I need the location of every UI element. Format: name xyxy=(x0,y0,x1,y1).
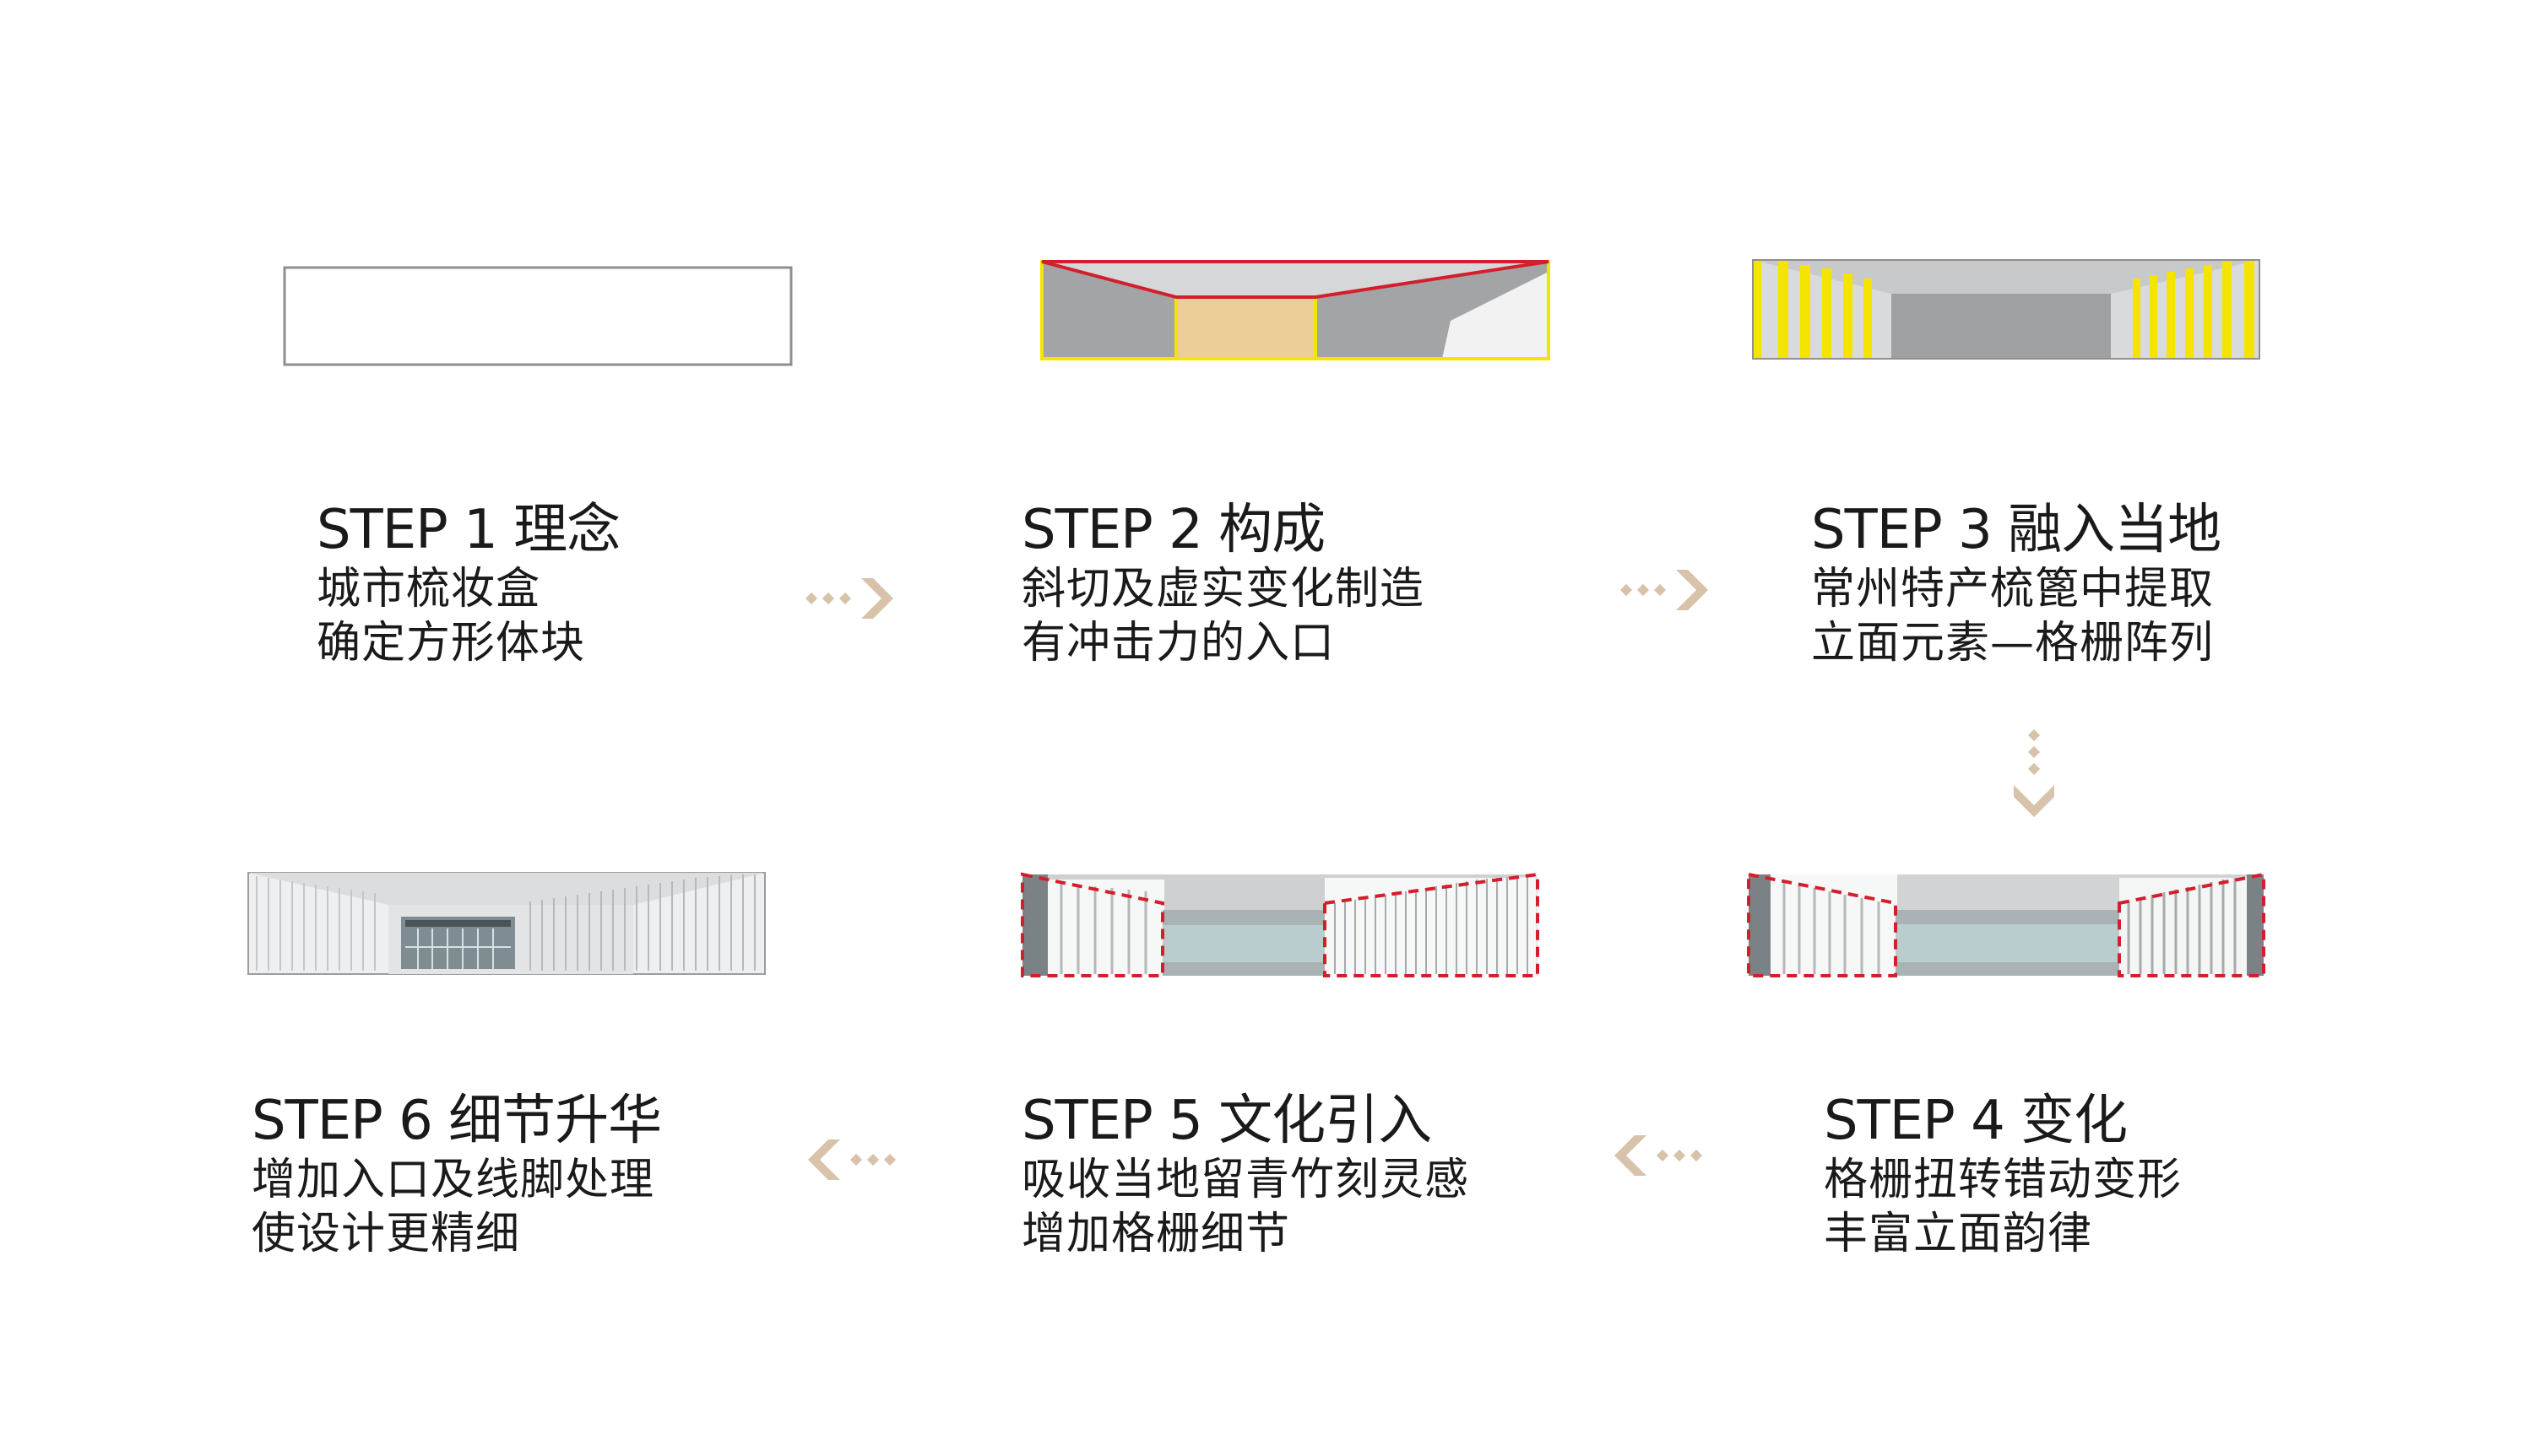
step-description: 常州特产梳篦中提取 xyxy=(1811,564,2215,614)
step-2-text: STEP 2 构成 斜切及虚实变化制造 有冲击力的入口 xyxy=(1022,498,1424,670)
step-2-diagram xyxy=(1040,260,1550,360)
arrow-right-icon xyxy=(805,578,893,619)
step-4-diagram xyxy=(1747,872,2265,977)
step-4-fins-right xyxy=(2127,878,2237,974)
step-1-diagram xyxy=(283,266,793,366)
step-4-text: STEP 4 变化 格栅扭转错动变形 丰富立面韵律 xyxy=(1824,1089,2182,1261)
step-3-text: STEP 3 融入当地 常州特产梳篦中提取 立面元素—格栅阵列 xyxy=(1811,498,2221,670)
step-3-diagram xyxy=(1752,259,2260,360)
step-6-diagram xyxy=(247,872,766,975)
step-title: STEP 6 细节升华 xyxy=(252,1090,662,1152)
step-3-fins-right xyxy=(2133,260,2254,359)
step-1-text: STEP 1 理念 城市梳妆盒 确定方形体块 xyxy=(317,498,621,670)
arrow-left-icon xyxy=(1614,1135,1703,1176)
step-description: 格栅扭转错动变形 xyxy=(1824,1155,2183,1205)
step-title: STEP 2 构成 xyxy=(1022,499,1326,561)
step-description: 增加入口及线脚处理 xyxy=(252,1155,655,1205)
step-description: 斜切及虚实变化制造 xyxy=(1022,564,1425,614)
step-title: STEP 1 理念 xyxy=(317,499,621,561)
step-3-fins-left xyxy=(1753,260,1872,359)
step-description: 吸收当地留青竹刻灵感 xyxy=(1022,1155,1470,1205)
step-description: 城市梳妆盒 xyxy=(317,564,541,614)
step-description: 确定方形体块 xyxy=(317,618,586,668)
step-description: 丰富立面韵律 xyxy=(1824,1209,2093,1259)
step-description: 增加格栅细节 xyxy=(1022,1209,1291,1259)
step-5-text: STEP 5 文化引入 吸收当地留青竹刻灵感 增加格栅细节 xyxy=(1022,1089,1469,1261)
step-description: 立面元素—格栅阵列 xyxy=(1811,618,2215,668)
arrow-down-icon xyxy=(2014,728,2054,817)
step-5-fins-left xyxy=(1060,883,1147,974)
step-5-fins-right xyxy=(1334,876,1528,974)
step-title: STEP 3 融入当地 xyxy=(1811,499,2221,561)
step-5-diagram xyxy=(1021,872,1539,977)
step-description: 有冲击力的入口 xyxy=(1022,618,1336,668)
arrow-left-icon xyxy=(808,1139,897,1180)
step-4-fins-left xyxy=(1782,881,1880,974)
step-description: 使设计更精细 xyxy=(252,1209,521,1259)
step-title: STEP 5 文化引入 xyxy=(1022,1090,1432,1152)
step-title: STEP 4 变化 xyxy=(1824,1090,2128,1152)
step-6-text: STEP 6 细节升华 增加入口及线脚处理 使设计更精细 xyxy=(252,1089,662,1261)
arrow-right-icon xyxy=(1619,570,1708,610)
